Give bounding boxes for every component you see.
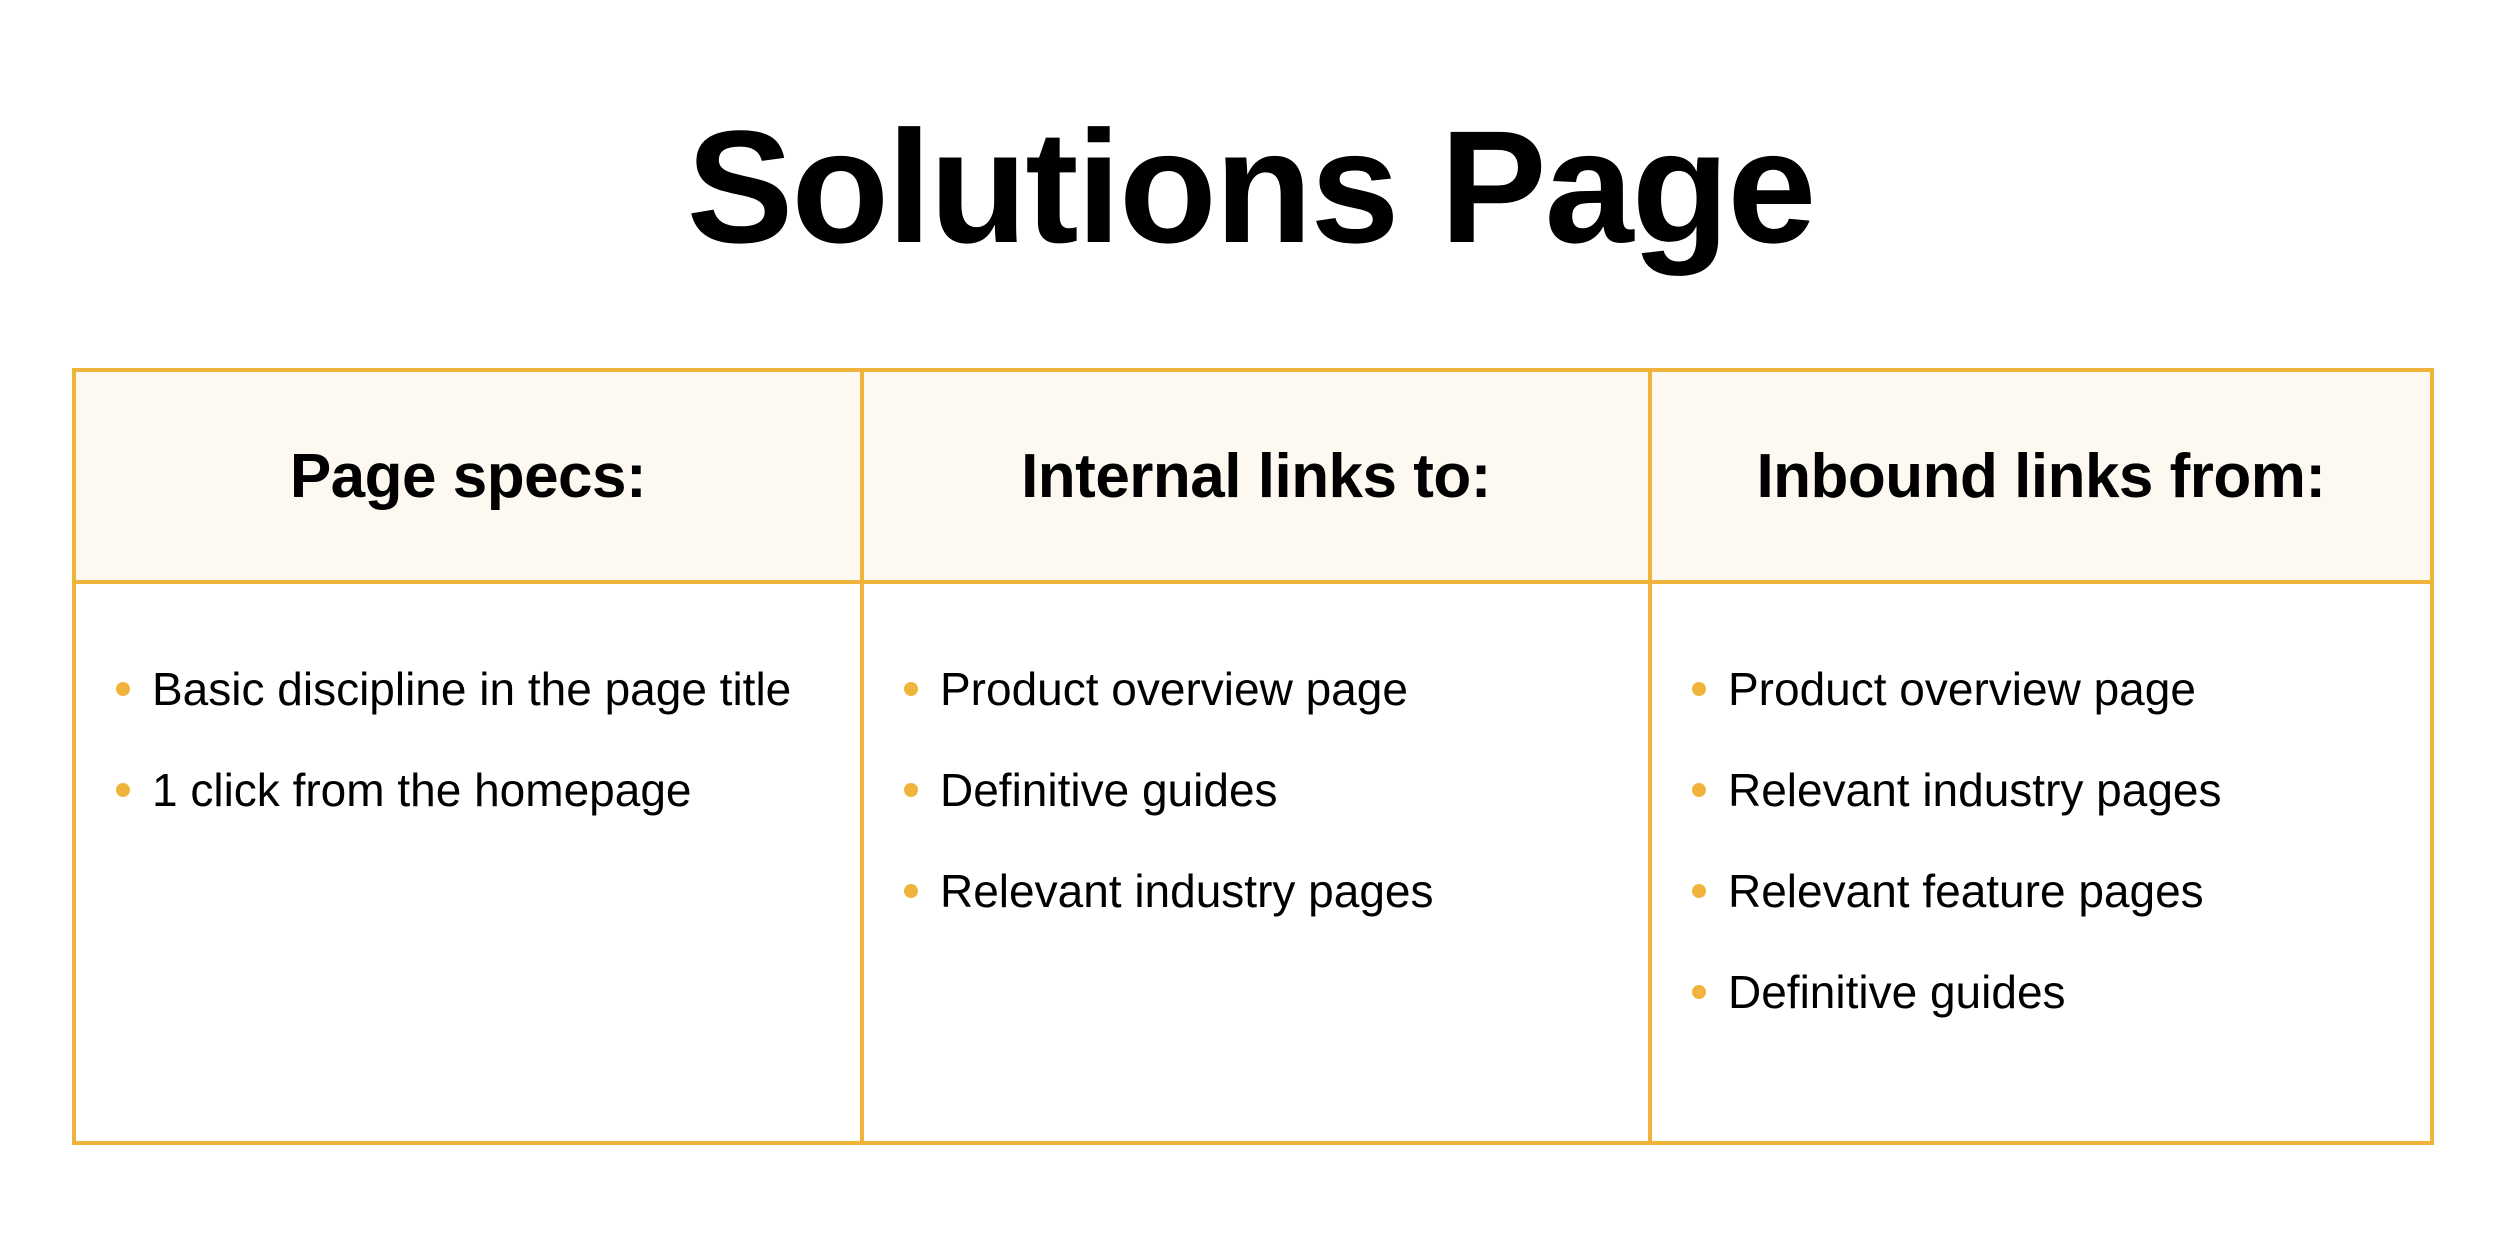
bullet-icon <box>904 681 918 696</box>
page-title: Solutions Page <box>686 97 1817 276</box>
list-item-text: Definitive guides <box>940 763 1278 816</box>
bullet-list: Basic discipline in the page title 1 cli… <box>116 638 860 840</box>
list-item: Relevant feature pages <box>1692 840 2430 941</box>
bullet-icon <box>904 883 918 898</box>
list-item: Product overview page <box>1692 638 2430 739</box>
list-item-text: Relevant feature pages <box>1728 864 2204 917</box>
list-item: Definitive guides <box>904 739 1648 840</box>
column-header-internal-links: Internal links to: <box>864 372 1652 584</box>
inbound-links-cell: Product overview page Relevant industry … <box>1652 584 2430 1141</box>
list-item-text: Basic discipline in the page title <box>152 662 792 715</box>
list-item: Relevant industry pages <box>904 840 1648 941</box>
list-item: Basic discipline in the page title <box>116 638 860 739</box>
links-table: Page specs: Internal links to: Inbound l… <box>72 368 2434 1145</box>
bullet-list: Product overview page Relevant industry … <box>1692 638 2430 1042</box>
list-item-text: Relevant industry pages <box>940 864 1434 917</box>
bullet-icon <box>1692 681 1706 696</box>
list-item-text: Relevant industry pages <box>1728 763 2222 816</box>
column-heading: Inbound links from: <box>1756 441 2326 511</box>
column-header-page-specs: Page specs: <box>76 372 864 584</box>
column-heading: Page specs: <box>289 441 647 511</box>
bullet-icon <box>116 681 130 696</box>
list-item: Definitive guides <box>1692 941 2430 1042</box>
bullet-list: Product overview page Definitive guides … <box>904 638 1648 941</box>
bullet-icon <box>1692 782 1706 797</box>
internal-links-cell: Product overview page Definitive guides … <box>864 584 1652 1141</box>
list-item-text: Definitive guides <box>1728 965 2066 1018</box>
list-item-text: Product overview page <box>1728 662 2196 715</box>
list-item: 1 click from the homepage <box>116 739 860 840</box>
page-specs-cell: Basic discipline in the page title 1 cli… <box>76 584 864 1141</box>
bullet-icon <box>116 782 130 797</box>
list-item: Product overview page <box>904 638 1648 739</box>
column-heading: Internal links to: <box>1021 441 1491 511</box>
bullet-icon <box>1692 984 1706 999</box>
column-header-inbound-links: Inbound links from: <box>1652 372 2430 584</box>
bullet-icon <box>1692 883 1706 898</box>
list-item-text: 1 click from the homepage <box>152 763 692 816</box>
list-item: Relevant industry pages <box>1692 739 2430 840</box>
list-item-text: Product overview page <box>940 662 1408 715</box>
bullet-icon <box>904 782 918 797</box>
